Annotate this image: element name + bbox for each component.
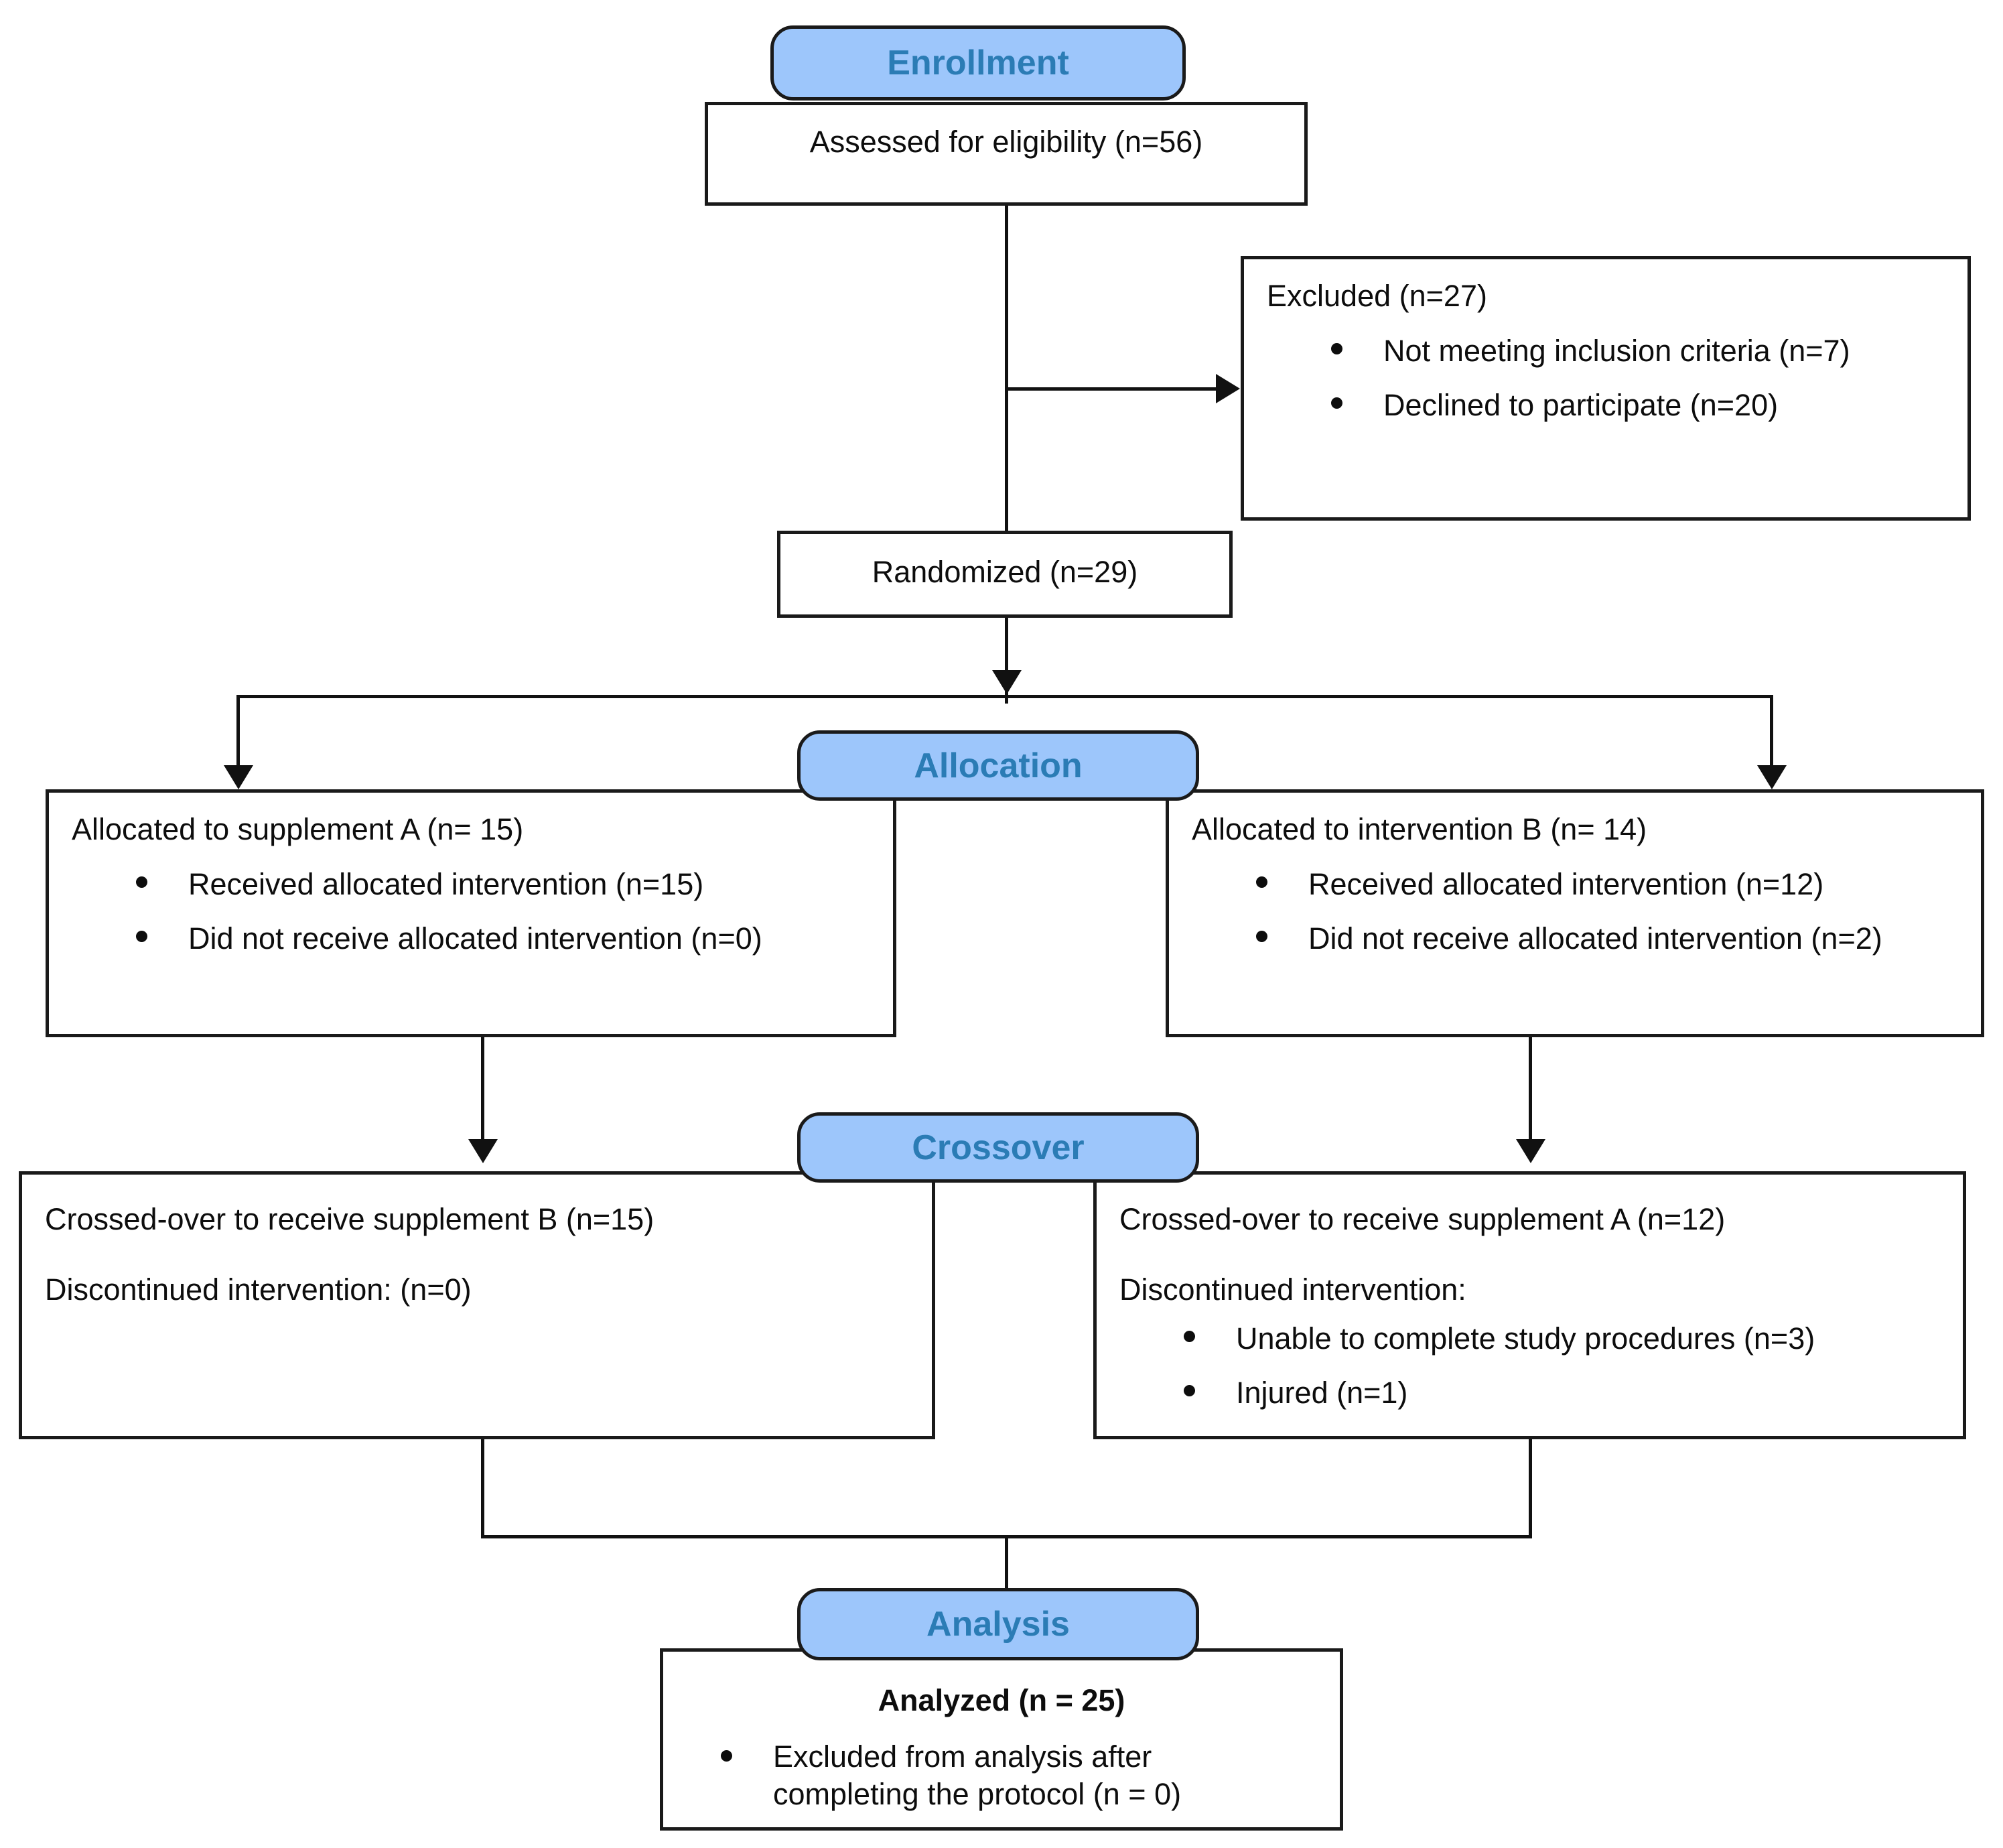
analyzed-bullet-list: Excluded from analysis after completing … <box>686 1738 1317 1814</box>
analyzed-heading: Analyzed (n = 25) <box>878 1683 1125 1717</box>
bullet-dot-icon <box>1256 930 1267 942</box>
excluded-heading: Excluded (n=27) <box>1267 279 1487 313</box>
connector-allocation-split-left <box>236 695 240 772</box>
bullet-dot-icon <box>136 876 147 888</box>
excluded-bullet-0: Not meeting inclusion criteria (n=7) <box>1383 333 1850 368</box>
bullet-dot-icon <box>136 930 147 942</box>
crossover-supplement-a-subheading: Discontinued intervention: <box>1119 1272 1466 1307</box>
connector-allocation-split-right <box>1770 695 1773 772</box>
stage-banner-analysis-label: Analysis <box>926 1605 1070 1644</box>
assessed-for-eligibility-text: Assessed for eligibility (n=56) <box>809 125 1203 159</box>
connector-crossover-right-down <box>1529 1439 1532 1538</box>
bullet-dot-icon <box>1256 876 1267 888</box>
bullet-dot-icon <box>721 1750 732 1762</box>
crossover-supplement-a-box: Crossed-over to receive supplement A (n=… <box>1093 1171 1966 1439</box>
allocated-supplement-a-bullet-list: Received allocated intervention (n=15) D… <box>72 864 870 959</box>
allocated-intervention-b-box: Allocated to intervention B (n= 14) Rece… <box>1166 789 1984 1037</box>
crossover-supplement-a-bullet-1: Injured (n=1) <box>1236 1376 1408 1410</box>
randomized-box: Randomized (n=29) <box>777 531 1233 618</box>
stage-banner-enrollment: Enrollment <box>770 25 1186 101</box>
connector-randomized-split-arrow <box>992 670 1022 694</box>
connector-allocation-arrow-right <box>1757 765 1787 789</box>
crossover-supplement-a-heading: Crossed-over to receive supplement A (n=… <box>1119 1202 1726 1236</box>
crossover-supplement-b-subheading: Discontinued intervention: (n=0) <box>45 1272 472 1307</box>
crossover-supplement-a-bullet-0: Unable to complete study procedures (n=3… <box>1236 1321 1815 1356</box>
allocated-intervention-b-bullet-1: Did not receive allocated intervention (… <box>1308 921 1882 955</box>
stage-banner-allocation: Allocation <box>797 730 1199 801</box>
allocated-supplement-a-bullet-0: Received allocated intervention (n=15) <box>188 866 704 901</box>
bullet-dot-icon <box>1331 397 1342 409</box>
connector-merge-to-analysis <box>1005 1535 1008 1615</box>
stage-banner-enrollment-label: Enrollment <box>887 44 1069 82</box>
analyzed-bullet-line1: Excluded from analysis after <box>773 1739 1152 1774</box>
crossover-supplement-b-box: Crossed-over to receive supplement B (n=… <box>19 1171 935 1439</box>
list-item: Did not receive allocated intervention (… <box>1256 919 1958 958</box>
allocated-intervention-b-bullet-0: Received allocated intervention (n=12) <box>1308 866 1824 901</box>
stage-banner-allocation-label: Allocation <box>914 746 1083 785</box>
connector-alloc-left-arrow <box>468 1139 498 1163</box>
list-item: Received allocated intervention (n=15) <box>136 864 870 904</box>
allocated-intervention-b-heading: Allocated to intervention B (n= 14) <box>1192 812 1647 846</box>
connector-assessed-to-randomized <box>1005 206 1008 531</box>
crossover-supplement-a-bullet-list: Unable to complete study procedures (n=3… <box>1119 1319 1940 1413</box>
randomized-text: Randomized (n=29) <box>872 555 1138 589</box>
excluded-box: Excluded (n=27) Not meeting inclusion cr… <box>1241 256 1971 521</box>
stage-banner-crossover: Crossover <box>797 1112 1199 1183</box>
connector-to-excluded-arrow <box>1216 374 1240 403</box>
list-item: Not meeting inclusion criteria (n=7) <box>1331 331 1945 371</box>
connector-to-excluded-line <box>1005 387 1218 391</box>
allocated-supplement-a-heading: Allocated to supplement A (n= 15) <box>72 812 524 846</box>
bullet-dot-icon <box>1184 1385 1195 1397</box>
connector-crossover-left-down <box>481 1439 484 1538</box>
bullet-dot-icon <box>1331 342 1342 354</box>
list-item: Excluded from analysis after completing … <box>721 1738 1317 1814</box>
excluded-bullet-list: Not meeting inclusion criteria (n=7) Dec… <box>1267 331 1945 425</box>
list-item: Received allocated intervention (n=12) <box>1256 864 1958 904</box>
connector-alloc-right-arrow <box>1516 1139 1545 1163</box>
bullet-dot-icon <box>1184 1331 1195 1342</box>
connector-alloc-left-to-crossover-left <box>481 1037 484 1150</box>
list-item: Declined to participate (n=20) <box>1331 385 1945 425</box>
assessed-for-eligibility-box: Assessed for eligibility (n=56) <box>705 102 1308 206</box>
connector-allocation-arrow-left <box>224 765 253 789</box>
allocated-supplement-a-box: Allocated to supplement A (n= 15) Receiv… <box>46 789 896 1037</box>
analyzed-bullet-line2: completing the protocol (n = 0) <box>773 1777 1182 1812</box>
excluded-bullet-1: Declined to participate (n=20) <box>1383 387 1779 422</box>
connector-randomized-down <box>1005 618 1008 704</box>
crossover-supplement-b-heading: Crossed-over to receive supplement B (n=… <box>45 1202 654 1236</box>
stage-banner-crossover-label: Crossover <box>912 1128 1085 1167</box>
crossover-left-spacer <box>45 1240 909 1270</box>
connector-alloc-right-to-crossover-right <box>1529 1037 1532 1150</box>
crossover-right-spacer <box>1119 1240 1940 1270</box>
allocated-intervention-b-bullet-list: Received allocated intervention (n=12) D… <box>1192 864 1958 959</box>
allocated-supplement-a-bullet-1: Did not receive allocated intervention (… <box>188 921 762 955</box>
stage-banner-analysis: Analysis <box>797 1588 1199 1660</box>
list-item: Did not receive allocated intervention (… <box>136 919 870 958</box>
list-item: Unable to complete study procedures (n=3… <box>1184 1319 1940 1358</box>
analyzed-box: Analyzed (n = 25) Excluded from analysis… <box>660 1648 1343 1831</box>
connector-allocation-split-bar <box>236 695 1773 698</box>
list-item: Injured (n=1) <box>1184 1373 1940 1412</box>
